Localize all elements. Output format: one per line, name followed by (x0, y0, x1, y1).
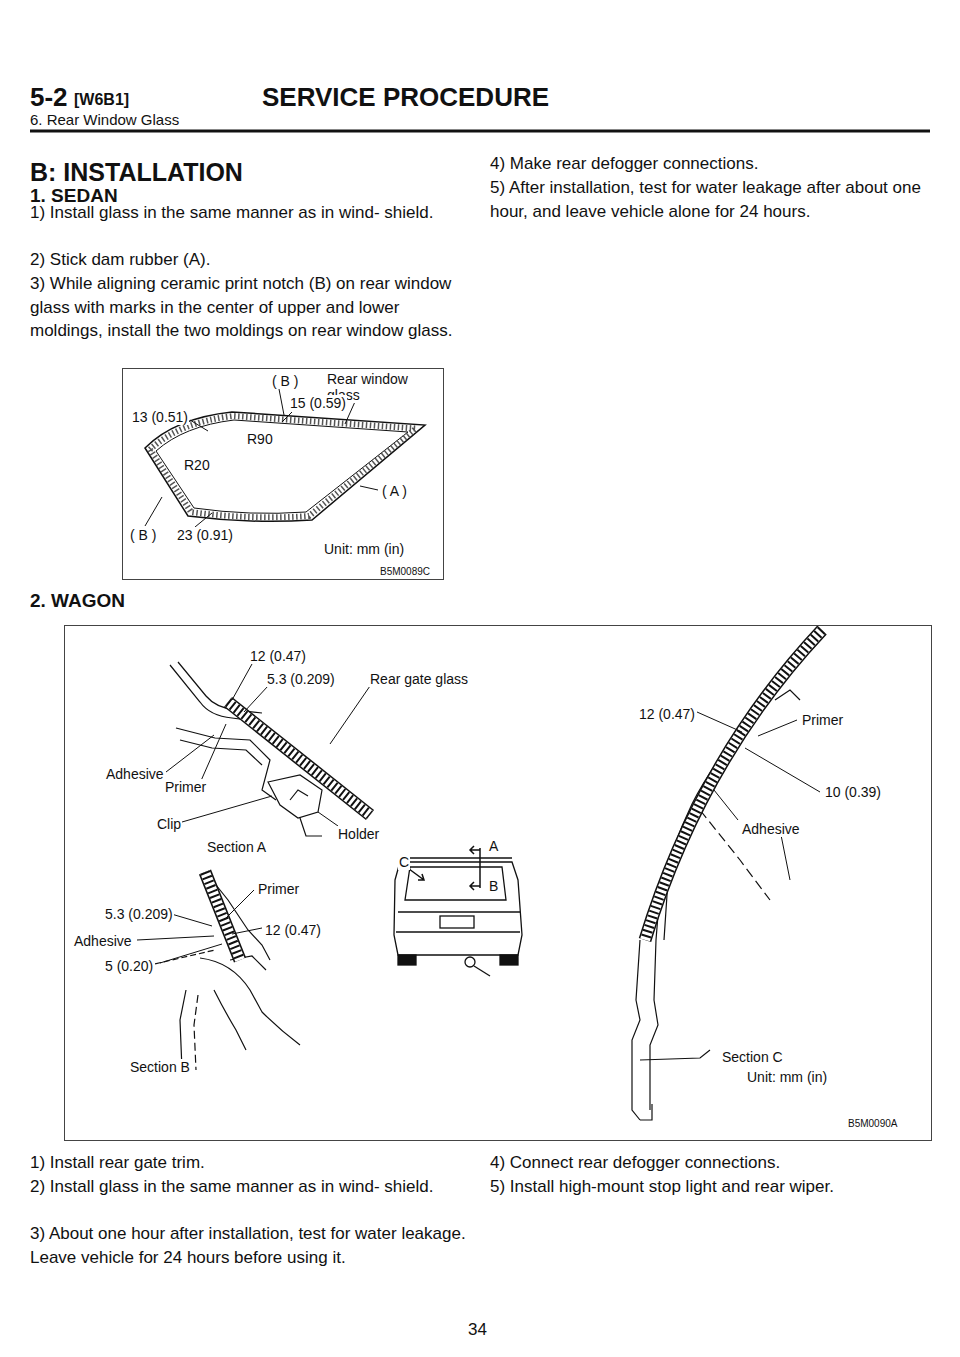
section-title: B: INSTALLATION (30, 155, 243, 190)
wagon-rear-view (394, 846, 522, 976)
part-label: Primer (164, 779, 207, 795)
page-number: 34 (468, 1320, 487, 1340)
step-text: 2) Install glass in the same manner as i… (30, 1175, 470, 1199)
dimension-label: R90 (246, 431, 274, 447)
section-c-drawing (632, 630, 822, 1120)
dimension-label: Rear gate glass (369, 671, 469, 687)
dimension-label: 12 (0.47) (249, 648, 307, 664)
section-title: Section A (206, 839, 267, 855)
callout-letter: ( A ) (381, 483, 408, 499)
step-text: 1) Install rear gate trim. (30, 1151, 470, 1175)
section-title: Section C (721, 1049, 784, 1065)
part-label: Primer (257, 881, 300, 897)
step-text: 3) While aligning ceramic print notch (B… (30, 272, 470, 343)
subsection-title: 6. Rear Window Glass (30, 111, 179, 129)
dimension-label: 12 (0.47) (264, 922, 322, 938)
dimension-label: 10 (0.39) (824, 784, 882, 800)
step-text: 1) Install glass in the same manner as i… (30, 201, 470, 225)
step-text: 5) After installation, test for water le… (490, 176, 930, 223)
part-label: Adhesive (105, 766, 165, 782)
part-label: Adhesive (741, 821, 801, 837)
dimension-label: R20 (183, 457, 211, 473)
section-code: [W6B1] (74, 90, 129, 109)
part-label: Clip (156, 816, 182, 832)
callout-letter: ( B ) (129, 527, 157, 543)
figure-frame: 12 (0.47) 5.3 (0.209) Rear gate glassAdhes… (64, 625, 932, 1141)
callout-letter: A (488, 838, 499, 854)
dimension-label: 15 (0.59) (289, 395, 347, 411)
figure-code: B5M0089C (379, 566, 431, 578)
header-title: SERVICE PROCEDURE (262, 82, 549, 113)
step-text: 4) Make rear defogger connections. (490, 152, 930, 176)
dimension-label: 5.3 (0.209) (104, 906, 174, 922)
dimension-label: 5.3 (0.209) (266, 671, 336, 687)
dimension-label: 23 (0.91) (176, 527, 234, 543)
callout-letter: B (488, 878, 499, 894)
header-rule (30, 130, 930, 133)
step-text: 2) Stick dam rubber (A). (30, 248, 470, 272)
figure-code: B5M0090A (847, 1118, 898, 1130)
step-text: 4) Connect rear defogger connections. (490, 1151, 930, 1175)
unit-note: Unit: mm (in) (323, 541, 405, 557)
dimension-label: 12 (0.47) (638, 706, 696, 722)
callout-letter: C (398, 854, 410, 870)
step-text: 5) Install high-mount stop light and rea… (490, 1175, 930, 1199)
section-title: Section B (129, 1059, 191, 1075)
dimension-label: 13 (0.51) (131, 409, 189, 425)
dimension-label: 5 (0.20) (104, 958, 154, 974)
page-section-number: 5-2 (30, 82, 68, 113)
part-label: Adhesive (73, 933, 133, 949)
figure-frame: ( B )Rear window glass15 (0.59)13 (0.51)… (122, 368, 444, 580)
callout-letter: ( B ) (271, 373, 299, 389)
section-a-drawing (166, 662, 370, 836)
part-label: Primer (801, 712, 844, 728)
step-text: 3) About one hour after installation, te… (30, 1222, 470, 1269)
unit-note: Unit: mm (in) (746, 1069, 828, 1085)
part-label: Holder (337, 826, 380, 842)
step-heading: 2. WAGON (30, 590, 125, 613)
